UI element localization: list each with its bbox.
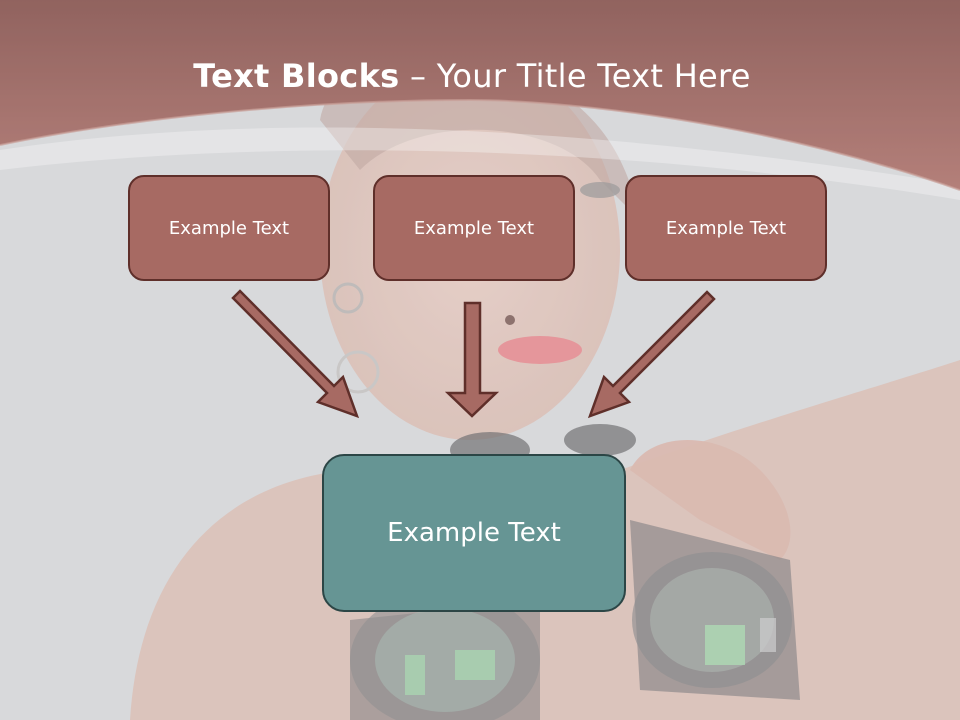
arrow-right	[587, 290, 716, 419]
title-dash: –	[399, 57, 437, 95]
text-block-top-center-label: Example Text	[413, 217, 535, 239]
text-block-top-right-label: Example Text	[665, 217, 787, 239]
text-block-bottom-label: Example Text	[387, 518, 561, 548]
text-block-top-right: Example Text	[625, 175, 827, 281]
text-block-bottom: Example Text	[322, 454, 626, 612]
title-bold: Text Blocks	[193, 57, 400, 95]
title-rest: Your Title Text Here	[436, 57, 751, 95]
text-block-top-left: Example Text	[128, 175, 330, 281]
text-block-top-left-label: Example Text	[168, 217, 290, 239]
text-block-top-center: Example Text	[373, 175, 575, 281]
arrow-center	[444, 301, 500, 418]
arrow-left	[231, 289, 360, 419]
slide-title: Text Blocks – Your Title Text Here	[0, 54, 944, 98]
